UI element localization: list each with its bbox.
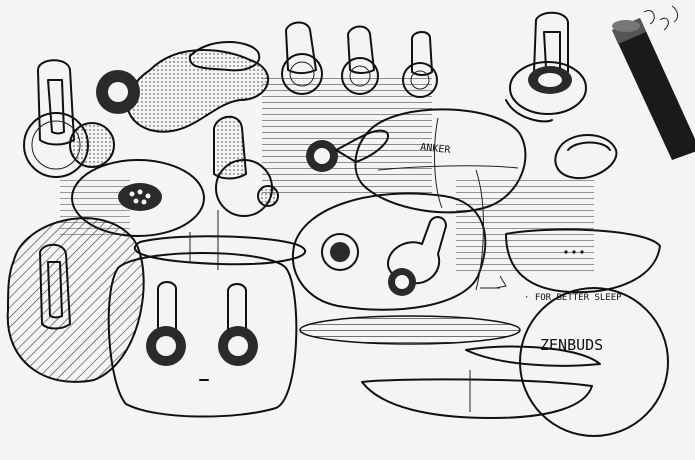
earbud-loop-right — [505, 11, 587, 123]
earbud-loop-left — [23, 59, 115, 178]
earbud-wing-top — [96, 41, 270, 133]
marker-pen — [612, 18, 695, 160]
earbud-small-over-case — [306, 129, 389, 172]
earbud-shell-right — [554, 134, 618, 180]
case-brand-label: ANKER — [420, 142, 452, 156]
zenbuds-case-side-view: · FOR BETTER SLEEP · ZENBUDS — [361, 228, 669, 437]
case-side-hatched — [6, 217, 145, 383]
shadow-ellipse — [299, 315, 521, 345]
open-charging-case: ANKER — [291, 108, 527, 311]
construction-lines — [189, 169, 484, 291]
case-with-two-earbuds — [107, 252, 298, 418]
earbud-row-top — [281, 21, 438, 98]
hatch-block-top — [262, 78, 432, 198]
corner-doodle — [643, 5, 679, 31]
hatch-block-right — [456, 178, 594, 276]
tagline-text: · FOR BETTER SLEEP · — [524, 293, 632, 303]
round-charging-pad — [71, 159, 205, 237]
